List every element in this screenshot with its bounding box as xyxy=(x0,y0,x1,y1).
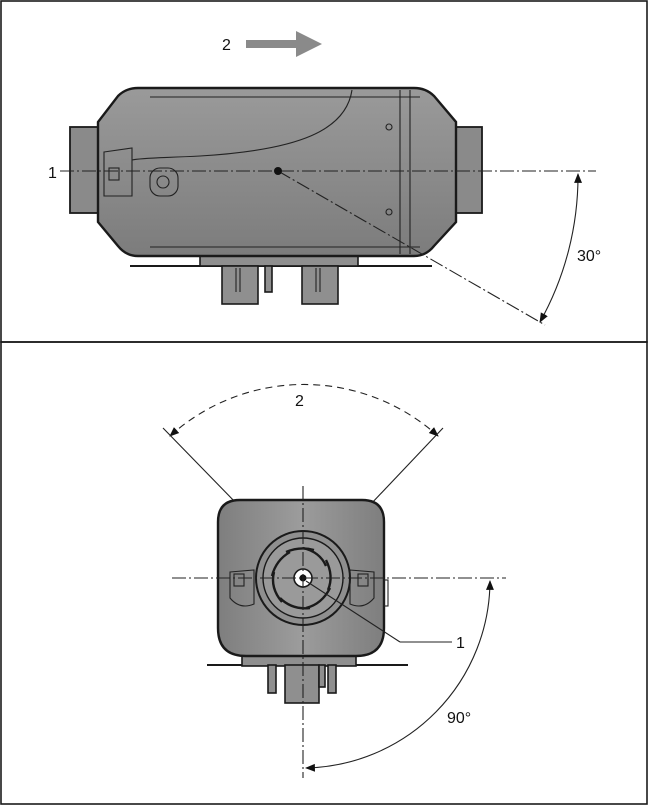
bottom-view: 2 xyxy=(162,384,506,778)
angle-label-top: 30° xyxy=(577,248,601,265)
axis-center-dot xyxy=(274,167,282,175)
axis-label-top: 1 xyxy=(48,165,57,182)
mounting-bracket xyxy=(199,255,359,305)
angle-label-front: 90° xyxy=(447,710,471,727)
top-view: 2 xyxy=(48,31,601,326)
angle-arc-90 xyxy=(305,580,494,772)
tilt-limit-left xyxy=(162,427,239,506)
axis-line-inclined xyxy=(277,170,546,326)
end-cap-left xyxy=(69,126,101,214)
tilt-range-arc xyxy=(169,384,439,437)
angle-arc-30 xyxy=(539,173,583,323)
direction-label: 2 xyxy=(222,37,231,54)
tilt-limit-right xyxy=(369,427,444,506)
direction-arrow xyxy=(246,31,322,57)
tilt-range-label: 2 xyxy=(295,393,304,410)
axis-label-front: 1 xyxy=(456,635,465,652)
bottom-panel-frame xyxy=(0,341,648,805)
